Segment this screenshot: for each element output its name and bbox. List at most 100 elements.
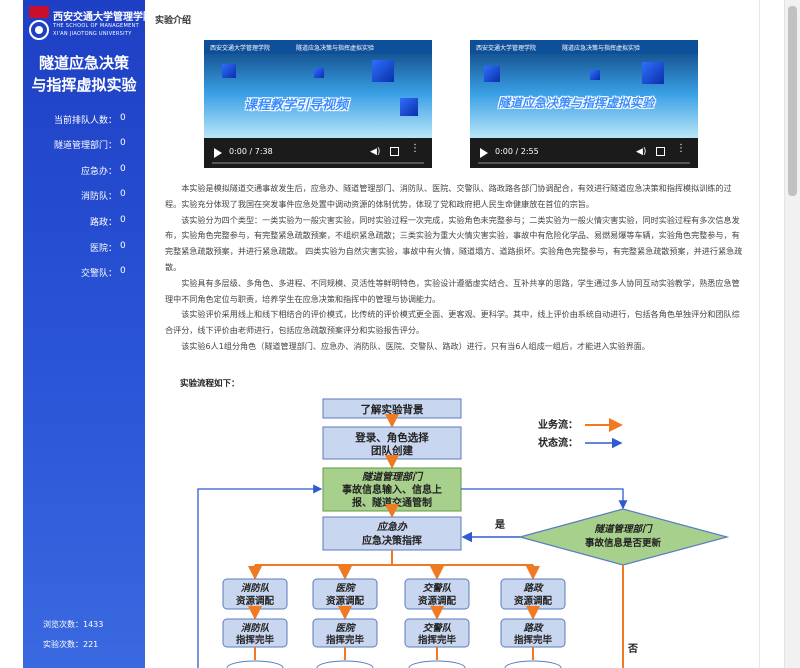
intro-paragraph: 该实验6人1组分角色（隧道管理部门、应急办、消防队、医院、交警队、路政）进行，只… bbox=[181, 340, 650, 351]
arrow-state-left bbox=[197, 484, 323, 668]
stat-label: 隧道管理部门： bbox=[53, 141, 117, 151]
video-progress-track[interactable] bbox=[212, 162, 424, 164]
stat-value: 0 bbox=[120, 164, 126, 174]
next-node bbox=[408, 660, 466, 668]
video-subtitle: 隧道应急决策与指挥虚拟实验 bbox=[296, 45, 375, 52]
box-emergency-line1: 应急决策指挥 bbox=[362, 534, 422, 547]
play-icon[interactable] bbox=[480, 148, 488, 158]
process-flow-diagram: 业务流： 状态流： 了解实验背景 登录、角色选择 团队创建 隧道管理部门 事故信… bbox=[197, 398, 730, 668]
school-logo[interactable]: 西安交通大学管理学院 THE SCHOOL OF MANAGEMENT XI'A… bbox=[23, 0, 153, 46]
box-login-line1: 登录、角色选择 bbox=[354, 431, 429, 444]
fullscreen-icon[interactable] bbox=[390, 147, 399, 156]
unit-name: 交警队 bbox=[423, 622, 452, 634]
experiment-title-line1: 隧道应急决策 bbox=[38, 54, 129, 72]
unit-name: 路政 bbox=[523, 622, 544, 634]
more-options-icon[interactable]: ⋮ bbox=[676, 143, 686, 154]
unit-task: 资源调配 bbox=[418, 595, 457, 607]
box-emergency-title: 应急办 bbox=[376, 521, 408, 533]
views-count: 浏览次数：1433 bbox=[43, 619, 103, 630]
play-icon[interactable] bbox=[214, 148, 222, 158]
experiment-video-player[interactable]: 西安交通大学管理学院 隧道应急决策与指挥虚拟实验 隧道应急决策与指挥虚拟实验 0… bbox=[470, 40, 698, 168]
more-options-icon[interactable]: ⋮ bbox=[410, 143, 420, 154]
video-brand: 西安交通大学管理学院 bbox=[210, 45, 271, 52]
video-thumbnail[interactable]: 西安交通大学管理学院 隧道应急决策与指挥虚拟实验 课程教学引导视频 bbox=[204, 40, 432, 138]
logo-english-name-1: THE SCHOOL OF MANAGEMENT bbox=[53, 23, 139, 29]
next-node bbox=[504, 660, 562, 668]
stat-value: 0 bbox=[120, 138, 126, 148]
stat-value: 0 bbox=[120, 215, 126, 225]
page-scrollbar[interactable] bbox=[784, 0, 800, 668]
stat-label: 应急办： bbox=[80, 167, 117, 177]
guide-video-player[interactable]: 西安交通大学管理学院 隧道应急决策与指挥虚拟实验 课程教学引导视频 0:00 /… bbox=[204, 40, 432, 168]
cube-decoration-icon bbox=[642, 62, 664, 84]
box-tunnel-title: 隧道管理部门 bbox=[362, 471, 424, 483]
legend-state-label: 状态流： bbox=[538, 436, 578, 449]
views-value: 1433 bbox=[83, 620, 104, 629]
unit-name: 路政 bbox=[523, 582, 544, 594]
video-subtitle: 隧道应急决策与指挥虚拟实验 bbox=[562, 45, 641, 52]
stat-hospital: 医院： 0 bbox=[23, 241, 145, 255]
runs-value: 221 bbox=[83, 640, 99, 649]
video-time: 0:00 / 2:55 bbox=[495, 147, 539, 156]
experiment-title: 隧道应急决策 与指挥虚拟实验 bbox=[23, 52, 145, 96]
intro-paragraph: 本实验是模拟隧道交通事故发生后，应急办、隧道管理部门、消防队、医院、交警队、路政… bbox=[165, 183, 732, 209]
stat-label: 医院： bbox=[89, 244, 117, 254]
video-thumbnail[interactable]: 西安交通大学管理学院 隧道应急决策与指挥虚拟实验 隧道应急决策与指挥虚拟实验 bbox=[470, 40, 698, 138]
stat-tunnel-dept: 隧道管理部门： 0 bbox=[23, 138, 145, 152]
video-header-bar: 西安交通大学管理学院 隧道应急决策与指挥虚拟实验 bbox=[470, 40, 698, 54]
unit-name: 医院 bbox=[335, 582, 356, 594]
volume-icon[interactable]: ◀) bbox=[370, 147, 381, 157]
cube-decoration-icon bbox=[314, 68, 324, 78]
next-node bbox=[226, 660, 284, 668]
unit-task: 资源调配 bbox=[514, 595, 553, 607]
next-node bbox=[316, 660, 374, 668]
video-time: 0:00 / 7:38 bbox=[229, 147, 273, 156]
yes-label: 是 bbox=[494, 519, 505, 531]
stat-label: 交警队： bbox=[80, 269, 117, 279]
scrollbar-thumb[interactable] bbox=[788, 6, 797, 196]
stat-value: 0 bbox=[120, 189, 126, 199]
stat-label: 路政： bbox=[89, 218, 117, 228]
stat-traffic-police: 交警队： 0 bbox=[23, 266, 145, 280]
main-content: 实验介绍 西安交通大学管理学院 隧道应急决策与指挥虚拟实验 课程教学引导视频 0… bbox=[145, 0, 759, 668]
stat-emergency-office: 应急办： 0 bbox=[23, 164, 145, 178]
stat-value: 0 bbox=[120, 113, 126, 123]
logo-english-name-2: XI'AN JIAOTONG UNIVERSITY bbox=[53, 31, 132, 37]
unit-task: 资源调配 bbox=[326, 595, 365, 607]
sidebar: 西安交通大学管理学院 THE SCHOOL OF MANAGEMENT XI'A… bbox=[23, 0, 153, 668]
stat-road-admin: 路政： 0 bbox=[23, 215, 145, 229]
fullscreen-icon[interactable] bbox=[656, 147, 665, 156]
box-background-text: 了解实验背景 bbox=[361, 403, 424, 416]
intro-paragraph: 该实验分为四个类型：一类实验为一般灾害实验，同时实验过程一次完成，实验角色未完整… bbox=[165, 214, 743, 272]
intro-paragraph: 该实验评价采用线上和线下相结合的评价模式，比传统的评价模式更全面、更客观、更科学… bbox=[165, 309, 740, 336]
video-banner: 隧道应急决策与指挥虚拟实验 bbox=[498, 96, 655, 110]
stat-fire-brigade: 消防队： 0 bbox=[23, 189, 145, 203]
unit-name: 消防队 bbox=[241, 582, 270, 594]
runs-count: 实验次数：221 bbox=[43, 639, 98, 650]
box-emergency-office bbox=[322, 516, 462, 551]
cube-decoration-icon bbox=[372, 60, 394, 82]
video-header-bar: 西安交通大学管理学院 隧道应急决策与指挥虚拟实验 bbox=[204, 40, 432, 54]
unit-name: 交警队 bbox=[423, 582, 452, 594]
runs-label: 实验次数： bbox=[43, 640, 83, 649]
intro-paragraph: 实验具有多层级、多角色、多进程、不同规模、灵活性等鲜明特色，实验设计遵循虚实结合… bbox=[165, 277, 740, 304]
logo-badge-icon bbox=[29, 6, 49, 18]
video-progress-track[interactable] bbox=[478, 162, 690, 164]
stat-queue: 当前排队人数： 0 bbox=[23, 113, 145, 127]
video-controls: 0:00 / 2:55 ◀) ⋮ bbox=[470, 138, 698, 168]
decision-line1: 事故信息是否更新 bbox=[585, 537, 662, 549]
stat-value: 0 bbox=[120, 266, 126, 276]
views-label: 浏览次数： bbox=[43, 620, 83, 629]
legend-business-label: 业务流： bbox=[538, 418, 578, 431]
stat-label: 当前排队人数： bbox=[53, 116, 117, 126]
video-brand: 西安交通大学管理学院 bbox=[476, 45, 537, 52]
stat-value: 0 bbox=[120, 241, 126, 251]
cube-decoration-icon bbox=[590, 70, 600, 80]
unit-done: 指挥完毕 bbox=[514, 634, 553, 646]
box-tunnel-line2: 报、隧道交通管制 bbox=[352, 496, 432, 509]
cube-decoration-icon bbox=[400, 98, 418, 116]
experiment-title-line2: 与指挥虚拟实验 bbox=[31, 76, 137, 94]
unit-done: 指挥完毕 bbox=[236, 634, 275, 646]
volume-icon[interactable]: ◀) bbox=[636, 147, 647, 157]
box-login-line2: 团队创建 bbox=[371, 444, 413, 457]
